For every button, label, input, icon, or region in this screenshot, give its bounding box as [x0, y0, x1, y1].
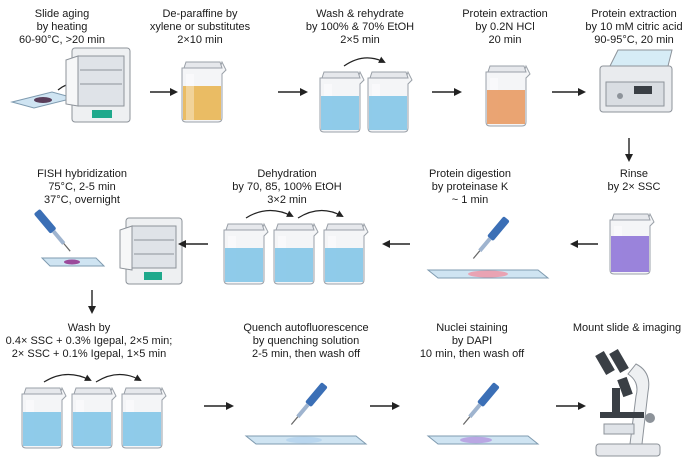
label-mount-imaging: Mount slide & imaging — [572, 322, 682, 334]
protein-digestion-icon — [426, 216, 550, 279]
fish-hybridization-icon — [34, 209, 183, 285]
water-bath-icon — [599, 49, 673, 113]
slide-aging-icon — [10, 47, 131, 123]
dehydration-beakers-icon — [223, 209, 369, 285]
wash-rehydrate-beakers-icon — [319, 56, 413, 133]
nuclei-staining-icon — [426, 382, 540, 445]
hcl-beaker-icon — [485, 65, 531, 127]
deparaffine-beaker-icon — [181, 61, 227, 123]
wash-beakers-icon — [21, 373, 167, 449]
row1-arrows — [150, 88, 633, 162]
rinse-beaker-icon — [609, 213, 655, 275]
row2-arrows — [88, 240, 598, 314]
quench-icon — [244, 382, 368, 445]
microscope-icon — [595, 348, 661, 457]
